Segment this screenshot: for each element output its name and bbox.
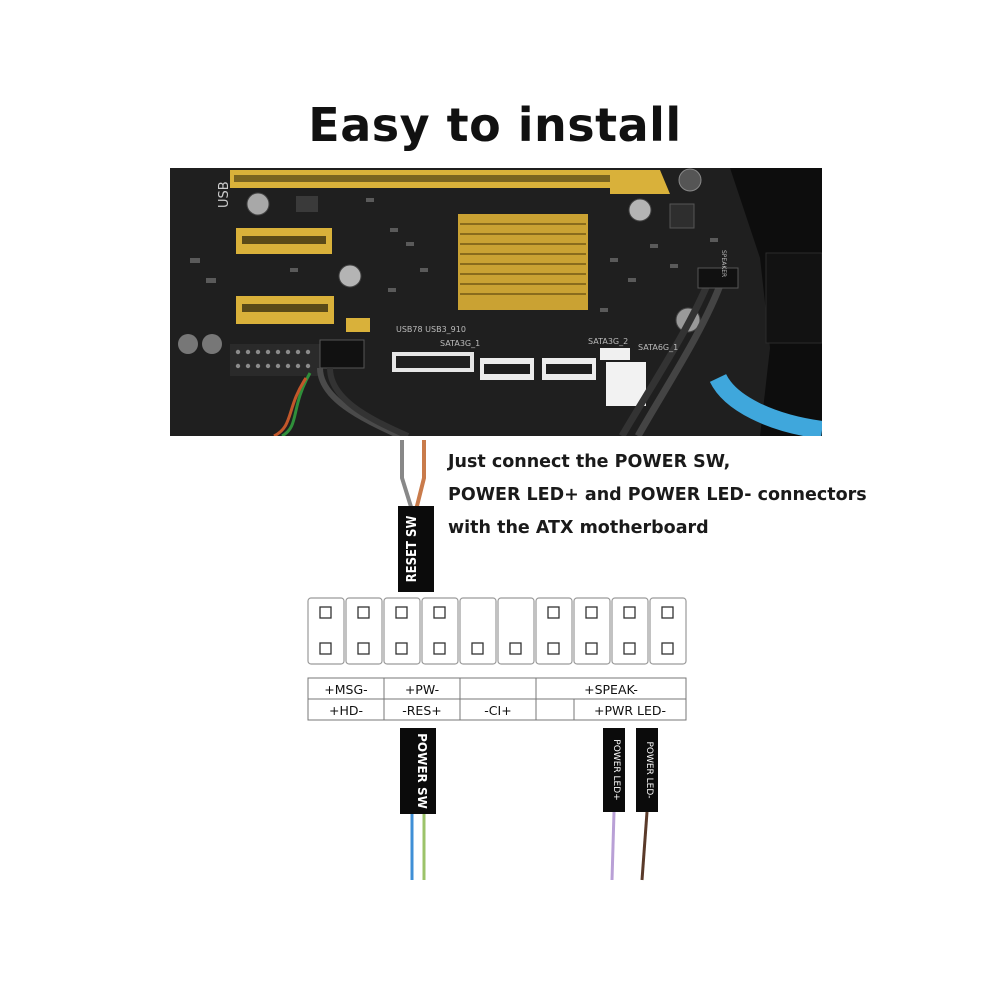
label-ci: -CI+: [484, 703, 511, 718]
sata-label-1: SATA3G_1: [440, 339, 480, 348]
label-pwr-led: +PWR LED-: [594, 703, 666, 718]
power-sw-label: POWER SW: [415, 733, 429, 809]
sata-label-2: SATA3G_2: [588, 337, 628, 346]
instruction-line-1: Just connect the POWER SW,: [448, 452, 731, 472]
front-panel-header-diagram: RESET SW: [307, 440, 687, 881]
power-led-minus-connector: [636, 728, 658, 812]
instruction-line-3: with the ATX motherboard: [448, 518, 709, 538]
label-hd: +HD-: [329, 703, 363, 718]
power-sw-connector: [400, 728, 436, 814]
speaker-board-label: SPEAKER: [720, 250, 727, 277]
sata-label-3: SATA6G_1: [638, 343, 678, 352]
usb-header-label: USB78 USB3_910: [396, 325, 466, 334]
power-led-plus-connector: [603, 728, 625, 812]
label-speak: +SPEAK-: [584, 682, 638, 697]
label-pw: +PW-: [405, 682, 439, 697]
power-led-minus-label: POWER LED-: [644, 741, 654, 798]
title: Easy to install: [308, 98, 682, 152]
usb-board-label: USB: [217, 181, 232, 208]
instructions: Just connect the POWER SW, POWER LED+ an…: [448, 446, 867, 545]
reset-sw-label: RESET SW: [405, 516, 420, 583]
power-led-plus-label: POWER LED+: [611, 739, 621, 800]
motherboard-photo: USB USB78 USB3_910 SATA3G_1 SATA3G_2 SAT…: [170, 168, 822, 436]
reset-sw-connector: [398, 506, 434, 592]
label-res: -RES+: [402, 703, 442, 718]
pins: [319, 606, 674, 655]
pin-header: [307, 597, 687, 665]
instruction-line-2: POWER LED+ and POWER LED- connectors: [448, 485, 867, 505]
label-msg: +MSG-: [324, 682, 367, 697]
label-table: [307, 677, 687, 721]
